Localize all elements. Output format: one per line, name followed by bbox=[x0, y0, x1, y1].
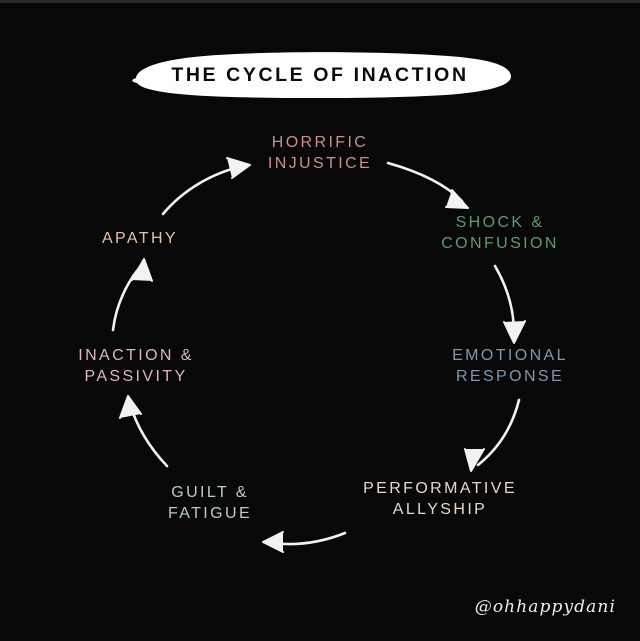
cycle-node-label-line2: FATIGUE bbox=[167, 505, 253, 523]
cycle-node-label-line1: SHOCK & bbox=[455, 214, 545, 231]
cycle-node-label-line1: GUILT & bbox=[171, 484, 249, 501]
author-handle: @ohhappydani bbox=[474, 597, 616, 617]
arrowhead-injustice-to-shock bbox=[445, 189, 469, 209]
arrowhead-emotional-to-performative bbox=[464, 448, 485, 472]
arrowhead-shock-to-emotional bbox=[503, 320, 526, 344]
arrowhead-performative-to-guilt bbox=[262, 531, 284, 553]
arrowhead-guilt-to-inaction bbox=[119, 395, 142, 419]
title-banner: THE CYCLE OF INACTION bbox=[128, 52, 512, 98]
cycle-node-horrific-injustice: HORRIFIC INJUSTICE bbox=[200, 132, 440, 174]
cycle-node-label-line1: HORRIFIC bbox=[271, 134, 369, 151]
cycle-node-inaction-passivity: INACTION & PASSIVITY bbox=[38, 345, 234, 387]
cycle-node-label-line1: PERFORMATIVE bbox=[363, 480, 517, 497]
cycle-node-label-line2: INJUSTICE bbox=[267, 155, 373, 173]
cycle-node-shock-confusion: SHOCK & CONFUSION bbox=[400, 212, 600, 254]
cycle-node-label-line2: CONFUSION bbox=[441, 235, 559, 253]
arrow-guilt-to-inaction bbox=[128, 402, 169, 468]
cycle-node-label-line1: APATHY bbox=[101, 230, 179, 247]
arrow-inaction-to-apathy bbox=[111, 264, 143, 332]
arrowhead-inaction-to-apathy bbox=[131, 258, 153, 282]
arrow-performative-to-guilt bbox=[270, 531, 347, 546]
cycle-node-label-line1: EMOTIONAL bbox=[452, 347, 568, 364]
cycle-node-guilt-fatigue: GUILT & FATIGUE bbox=[110, 482, 310, 524]
cycle-node-performative-allyship: PERFORMATIVE ALLYSHIP bbox=[330, 478, 550, 520]
cycle-node-apathy: APATHY bbox=[40, 228, 240, 249]
cycle-node-emotional-response: EMOTIONAL RESPONSE bbox=[412, 345, 608, 387]
page-title: THE CYCLE OF INACTION bbox=[171, 63, 469, 86]
cycle-node-label-line2: RESPONSE bbox=[455, 368, 565, 386]
cycle-node-label-line2: PASSIVITY bbox=[84, 368, 188, 386]
arrow-shock-to-emotional bbox=[493, 264, 516, 335]
arrow-emotional-to-performative bbox=[476, 398, 521, 467]
top-edge-divider bbox=[0, 0, 640, 3]
cycle-node-label-line1: INACTION & bbox=[78, 347, 194, 364]
cycle-node-label-line2: ALLYSHIP bbox=[392, 501, 488, 519]
title-banner-shape bbox=[132, 52, 512, 98]
